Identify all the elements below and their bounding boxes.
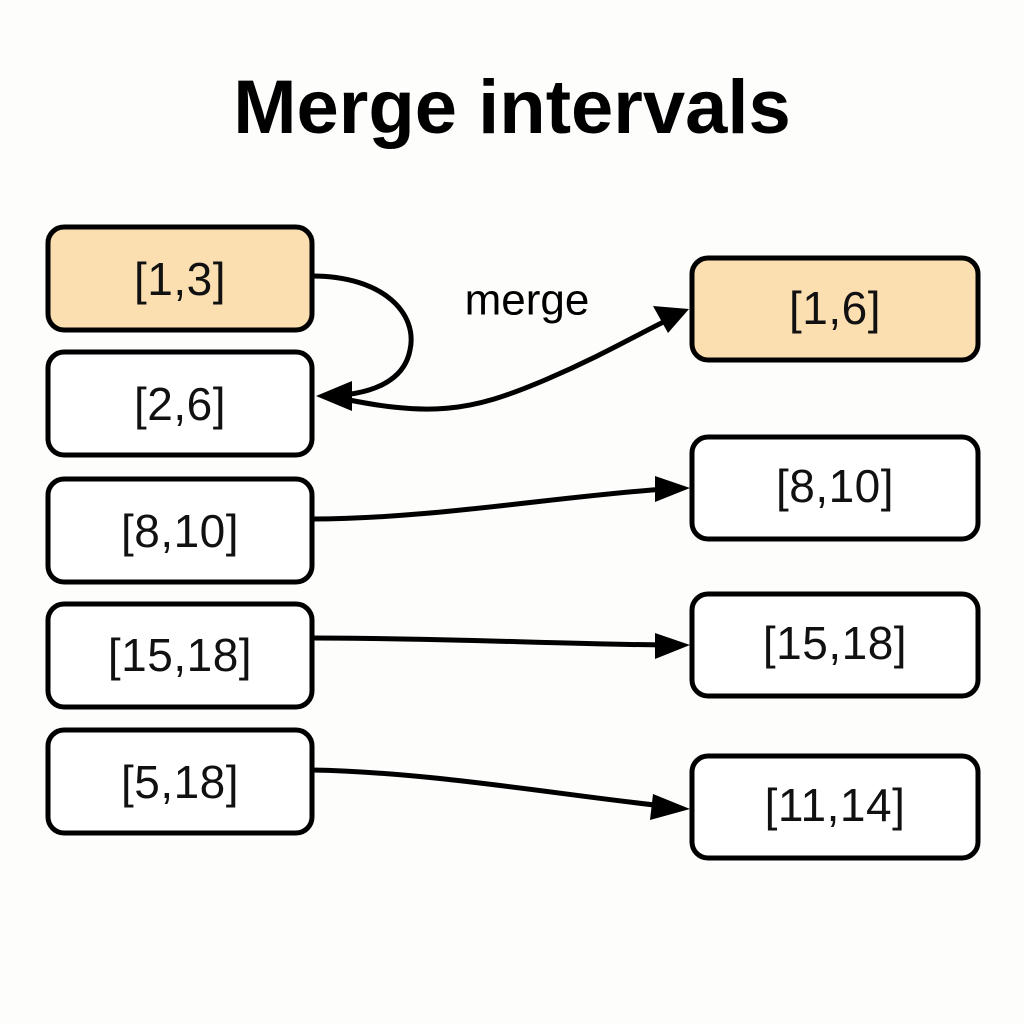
interval-box-in-4-rect[interactable] — [45, 601, 315, 710]
edge-810 — [311, 476, 690, 522]
interval-box-out-4-rect[interactable] — [689, 753, 981, 861]
arrowhead-icon — [650, 794, 690, 820]
interval-box-out-1[interactable]: [1,6] — [689, 255, 981, 363]
edge-810-line — [311, 486, 667, 522]
interval-box-in-2-label: [2,6] — [134, 378, 226, 430]
interval-box-in-2-rect[interactable] — [45, 349, 315, 458]
interval-box-in-5-label: [5,18] — [121, 756, 239, 808]
arrowhead-icon — [655, 476, 690, 502]
arrowhead-icon — [653, 306, 689, 333]
edge-518-line — [311, 767, 665, 809]
edge-merge-out — [329, 306, 689, 412]
interval-box-out-1-rect[interactable] — [689, 255, 981, 363]
edge-merge-out-line — [329, 312, 680, 412]
interval-box-in-1-rect[interactable] — [45, 224, 315, 333]
interval-box-out-3-rect[interactable] — [689, 591, 981, 699]
edge-merge-loop — [311, 273, 414, 411]
interval-box-out-2-rect[interactable] — [689, 434, 981, 542]
interval-box-in-3[interactable]: [8,10] — [45, 476, 315, 585]
edge-label-merge: merge — [465, 276, 590, 325]
edge-518 — [311, 767, 690, 820]
interval-box-out-2-label: [8,10] — [776, 460, 894, 512]
interval-box-in-1[interactable]: [1,3] — [45, 224, 315, 333]
interval-box-in-4-label: [15,18] — [108, 629, 252, 681]
interval-box-out-4[interactable]: [11,14] — [689, 753, 981, 861]
interval-box-out-4-label: [11,14] — [765, 779, 906, 831]
interval-box-in-1-label: [1,3] — [134, 253, 226, 305]
interval-box-out-3[interactable]: [15,18] — [689, 591, 981, 699]
interval-box-in-5[interactable]: [5,18] — [45, 727, 315, 836]
edge-1518-line — [311, 635, 667, 648]
interval-box-in-4[interactable]: [15,18] — [45, 601, 315, 710]
edge-1518 — [311, 633, 690, 659]
edge-merge-loop-line — [311, 273, 414, 399]
page-title: Merge intervals — [233, 65, 791, 150]
interval-box-in-2[interactable]: [2,6] — [45, 349, 315, 458]
arrowhead-icon — [655, 633, 690, 659]
interval-box-in-3-rect[interactable] — [45, 476, 315, 585]
interval-box-in-5-rect[interactable] — [45, 727, 315, 836]
interval-box-out-3-label: [15,18] — [763, 617, 907, 669]
interval-box-out-1-label: [1,6] — [789, 282, 881, 334]
interval-box-out-2[interactable]: [8,10] — [689, 434, 981, 542]
interval-box-in-3-label: [8,10] — [121, 505, 239, 557]
